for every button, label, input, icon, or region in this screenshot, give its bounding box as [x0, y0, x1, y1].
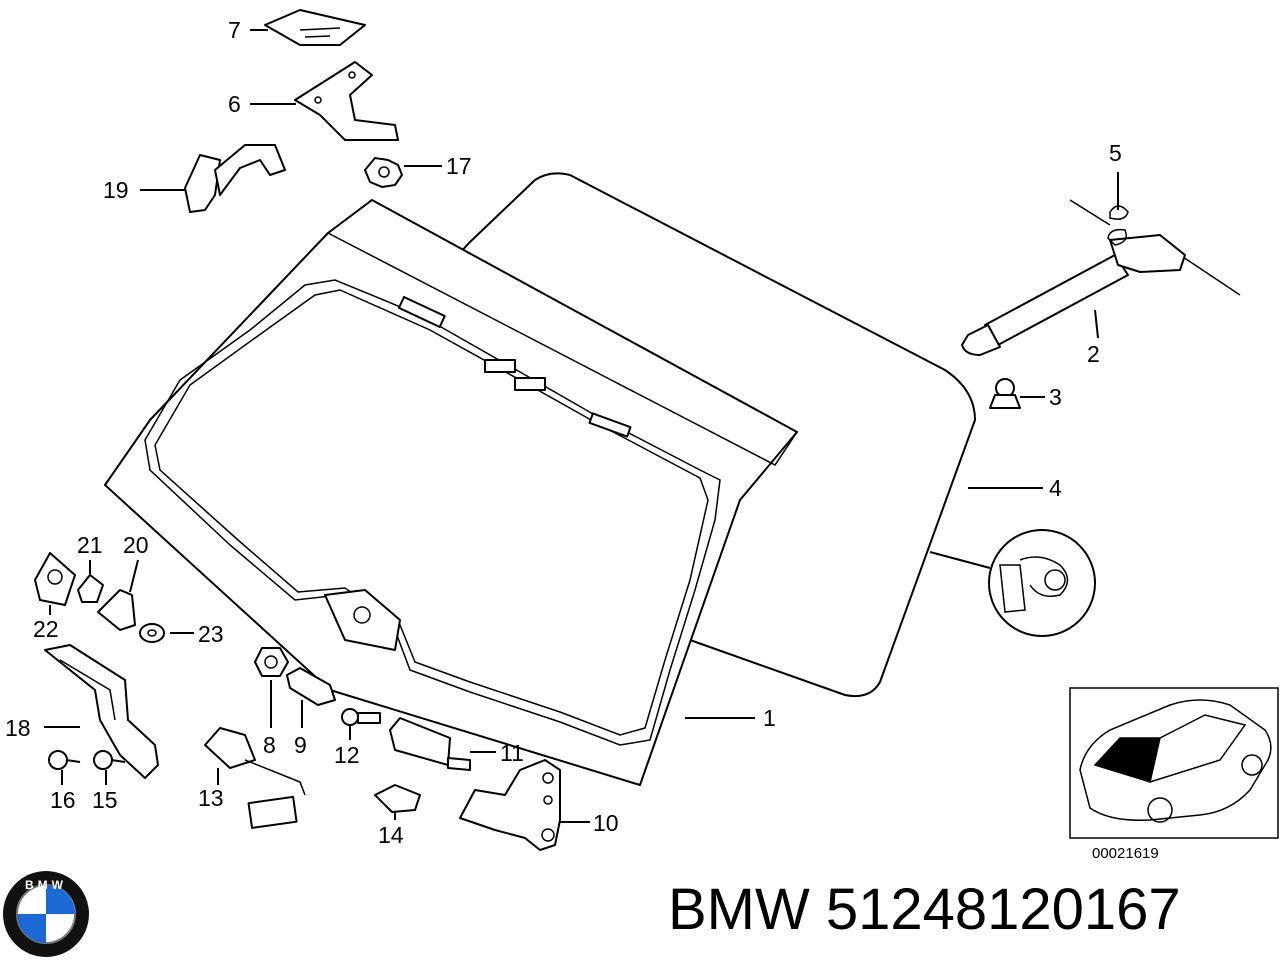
callout-17: 17: [446, 153, 472, 179]
clip-20: [97, 589, 136, 631]
callout-22: 22: [33, 616, 59, 642]
rear-hatch-frame: [104, 199, 799, 786]
bracket-18: [44, 644, 159, 779]
callout-1: 1: [763, 705, 776, 731]
bracket-7: [264, 9, 366, 46]
pin-9: [286, 667, 336, 706]
screw-12: [341, 708, 381, 726]
hinge-10: [459, 759, 561, 851]
callout-19: 19: [103, 177, 129, 203]
callout-4: 4: [1049, 475, 1062, 501]
nut-17: [364, 157, 403, 188]
callout-18: 18: [5, 715, 31, 741]
callout-6: 6: [228, 91, 241, 117]
callout-labels: 7 6 19 17 5 2 3 4 1 21 20 22 23 18 8 9 1…: [5, 17, 1122, 848]
callout-12: 12: [334, 742, 360, 768]
bmw-logo: BMW: [3, 871, 89, 957]
callout-9: 9: [294, 732, 307, 758]
callout-5: 5: [1109, 140, 1122, 166]
callout-3: 3: [1049, 384, 1062, 410]
nut-8: [254, 647, 289, 677]
bracket-6: [294, 61, 399, 141]
callout-2: 2: [1087, 341, 1100, 367]
callout-21: 21: [77, 532, 103, 558]
bracket-19: [184, 144, 286, 213]
clip-21: [77, 574, 104, 603]
screw-15: [93, 750, 126, 770]
callout-7: 7: [228, 17, 241, 43]
lock-11: [389, 717, 471, 771]
callout-10: 10: [593, 810, 619, 836]
callout-8: 8: [263, 732, 276, 758]
connector-14: [374, 784, 421, 813]
callout-20: 20: [123, 532, 149, 558]
sensor-13: [204, 727, 306, 829]
part-number-title: BMW 51248120167: [668, 877, 1181, 942]
callout-14: 14: [378, 822, 404, 848]
gas-strut: [961, 199, 1241, 356]
callout-11: 11: [500, 740, 524, 766]
callout-13: 13: [198, 785, 224, 811]
leader-lines: [44, 29, 1119, 823]
bmw-logo-text: BMW: [25, 878, 67, 892]
reference-code: 00021619: [1092, 845, 1159, 862]
callout-23: 23: [198, 621, 224, 647]
car-location-inset: 00021619: [1069, 687, 1279, 862]
seal-detail-circle: [988, 529, 1096, 637]
ball-stud: [989, 378, 1021, 409]
screw-16: [48, 750, 81, 770]
callout-15: 15: [92, 787, 118, 813]
washer-23: [139, 623, 165, 643]
callout-16: 16: [50, 787, 76, 813]
clip-22: [34, 552, 76, 606]
